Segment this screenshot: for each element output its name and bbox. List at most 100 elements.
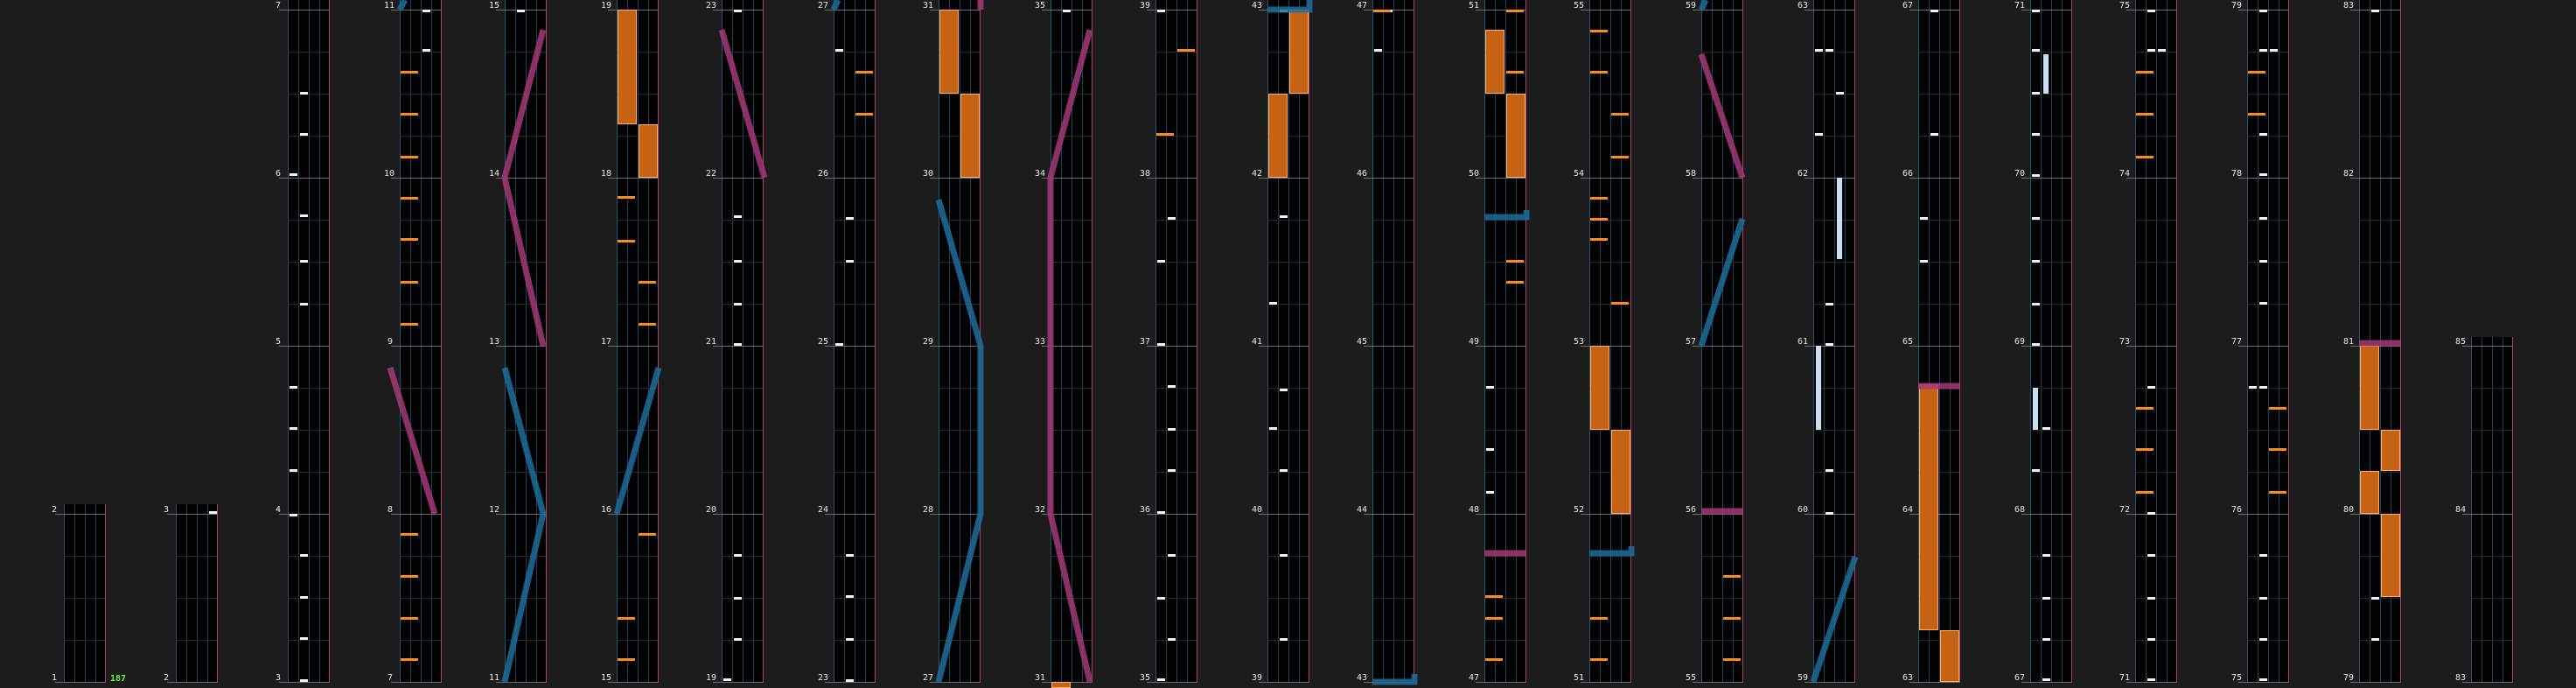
fx-chip-note — [1177, 49, 1195, 52]
bt-chip-note — [1826, 512, 1833, 515]
beat-line — [722, 220, 763, 221]
measure-number: 32 — [1035, 505, 1046, 515]
fx-chip-note — [1590, 30, 1608, 32]
measure-number: 46 — [1357, 169, 1368, 179]
measure-number: 29 — [923, 337, 934, 347]
bt-chip-note — [1486, 386, 1494, 389]
beat-line — [1484, 472, 1525, 473]
measure-number: 43 — [1357, 673, 1368, 683]
beat-line — [2471, 640, 2512, 641]
fx-chip-note — [1611, 113, 1629, 116]
measure-number: 62 — [1798, 169, 1809, 179]
measure-number: 5 — [276, 337, 282, 347]
measure-line — [825, 514, 875, 515]
measure-line — [2350, 178, 2400, 179]
beat-line — [2471, 472, 2512, 473]
beat-line — [2135, 52, 2176, 53]
beat-line — [1051, 52, 1092, 53]
fx-hold-note — [2381, 430, 2400, 471]
beat-line — [1701, 136, 1742, 137]
lane-divider — [1600, 0, 1601, 683]
measure-line — [713, 682, 763, 683]
bt-chip-note — [2259, 217, 2267, 220]
beat-line — [1589, 556, 1630, 557]
beat-line — [2359, 52, 2400, 53]
measure-line — [1805, 10, 1854, 11]
fx-hold-note — [1611, 430, 1630, 514]
beat-line — [834, 136, 875, 137]
beat-line — [1372, 52, 1414, 53]
lane-divider — [1155, 0, 1156, 683]
measure-line — [2238, 346, 2288, 347]
chart-column — [167, 504, 218, 683]
fx-chip-note — [2269, 448, 2286, 451]
lane-divider — [410, 0, 411, 683]
beat-line — [64, 640, 105, 641]
beat-line — [834, 556, 875, 557]
beat-line — [2247, 52, 2288, 53]
measure-number: 7 — [276, 1, 282, 11]
beat-line — [617, 136, 658, 137]
measure-number: 65 — [1902, 337, 1914, 347]
fx-chip-note — [401, 658, 418, 661]
beat-line — [617, 262, 658, 263]
lane-divider — [536, 0, 537, 683]
beat-line — [939, 262, 980, 263]
lane-divider — [74, 504, 75, 683]
beat-line — [400, 52, 441, 53]
lane-divider — [1278, 0, 1279, 683]
measure-line — [1693, 514, 1742, 515]
beat-line — [722, 388, 763, 389]
beat-line — [834, 472, 875, 473]
beat-line — [1372, 598, 1414, 599]
chart-column — [55, 504, 106, 683]
measure-number: 40 — [1252, 505, 1263, 515]
bt-chip-note — [846, 217, 854, 220]
lane-divider — [2051, 0, 2052, 683]
lane-divider — [1813, 0, 1814, 683]
chart-column — [1805, 0, 1855, 683]
fx-hold-note — [1051, 682, 1071, 688]
beat-line — [1155, 388, 1197, 389]
lane-divider — [2268, 0, 2269, 683]
beat-line — [2359, 94, 2400, 95]
beat-line — [1484, 556, 1525, 557]
bt-chip-note — [2259, 554, 2267, 557]
chart-column — [1364, 0, 1414, 683]
measure-number: 54 — [1574, 169, 1585, 179]
beat-line — [1813, 472, 1854, 473]
measure-line — [279, 178, 329, 179]
measure-line — [167, 682, 217, 683]
measure-line — [1476, 346, 1525, 347]
fx-chip-note — [401, 156, 418, 158]
measure-line — [1909, 682, 1959, 683]
beat-line — [1701, 556, 1742, 557]
measure-line — [1693, 346, 1742, 347]
lane-divider — [2167, 0, 2168, 683]
bt-chip-note — [2032, 174, 2040, 177]
measure-line — [1042, 346, 1092, 347]
measure-number: 83 — [2455, 673, 2467, 683]
bt-chip-note — [1815, 49, 1823, 52]
measure-line — [1693, 178, 1742, 179]
beat-line — [2247, 640, 2288, 641]
bt-chip-note — [1836, 92, 1844, 95]
beat-line — [2359, 262, 2400, 263]
fx-chip-note — [1723, 575, 1741, 578]
measure-line — [496, 346, 546, 347]
bt-chip-note — [2032, 217, 2040, 220]
beat-line — [1155, 304, 1197, 305]
fx-chip-note — [401, 617, 418, 620]
beat-line — [1813, 304, 1854, 305]
measure-number: 13 — [489, 337, 500, 347]
beat-line — [617, 556, 658, 557]
measure-number: 55 — [1686, 673, 1697, 683]
beat-line — [1484, 640, 1525, 641]
bt-chip-note — [2259, 302, 2267, 305]
bt-hold-note — [2033, 388, 2038, 430]
measure-number: 3 — [164, 505, 170, 515]
measure-number: 71 — [2014, 1, 2026, 11]
lane-divider — [288, 0, 289, 683]
measure-line — [1147, 682, 1197, 683]
measure-line — [496, 514, 546, 515]
